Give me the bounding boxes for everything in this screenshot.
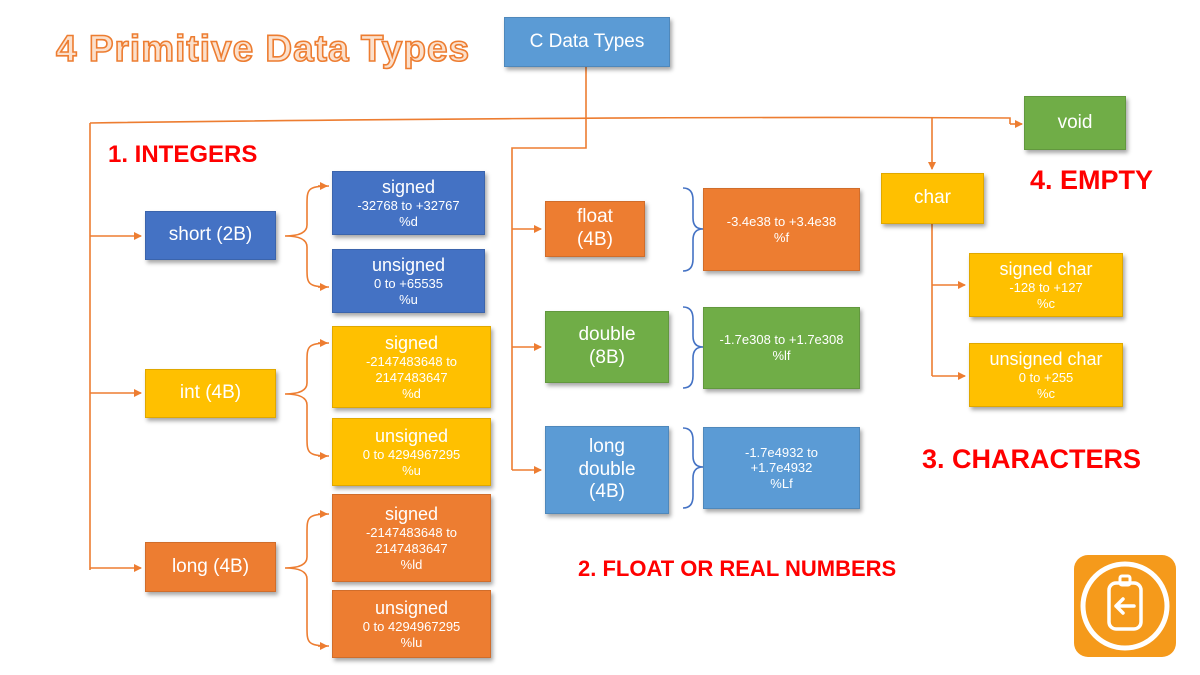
node-long-label: long (4B) xyxy=(171,555,250,577)
node-int-label: int (4B) xyxy=(179,382,242,404)
node-long-double-range-value: -1.7e4932 to +1.7e4932 xyxy=(744,444,818,476)
node-long-unsigned-range: 0 to 4294967295 xyxy=(362,619,461,635)
node-signed-char-name: signed char xyxy=(999,258,1093,279)
node-short-signed: signed -32768 to +32767 %d xyxy=(332,171,485,235)
node-short-unsigned: unsigned 0 to +65535 %u xyxy=(332,249,485,313)
node-int-unsigned: unsigned 0 to 4294967295 %u xyxy=(332,418,491,486)
node-int: int (4B) xyxy=(145,369,276,418)
node-long-unsigned-name: unsigned xyxy=(374,597,449,618)
node-int-signed: signed -2147483648 to 2147483647 %d xyxy=(332,326,491,408)
node-long-signed-range: -2147483648 to 2147483647 xyxy=(365,525,458,556)
heading-integers: 1. INTEGERS xyxy=(108,141,258,168)
node-short-unsigned-name: unsigned xyxy=(371,254,446,275)
node-void: void xyxy=(1024,96,1126,150)
node-int-unsigned-format: %u xyxy=(402,462,421,478)
node-double-format: %lf xyxy=(772,348,791,363)
clipboard-back-arrow-icon[interactable] xyxy=(1074,555,1176,657)
root-node-label: C Data Types xyxy=(529,30,645,52)
connector-main-bus xyxy=(89,116,1011,570)
node-signed-char-format: %c xyxy=(1036,295,1056,311)
node-short-label: short (2B) xyxy=(168,224,253,246)
node-int-signed-name: signed xyxy=(384,332,439,353)
node-double-label: double (8B) xyxy=(578,324,636,368)
brace-double xyxy=(682,306,704,389)
node-short-signed-name: signed xyxy=(381,176,436,197)
node-float-format: %f xyxy=(773,229,790,245)
brace-long xyxy=(284,513,330,647)
node-long-unsigned: unsigned 0 to 4294967295 %lu xyxy=(332,590,491,658)
node-long-double-format: %Lf xyxy=(770,475,793,491)
node-double-range-value: -1.7e308 to +1.7e308 xyxy=(719,332,844,348)
node-char: char xyxy=(881,173,984,224)
node-long-double-range: -1.7e4932 to +1.7e4932 %Lf xyxy=(703,427,860,509)
node-float-range-value: -3.4e38 to +3.4e38 xyxy=(726,213,837,229)
node-unsigned-char-name: unsigned char xyxy=(989,348,1103,369)
root-node-c-data-types: C Data Types xyxy=(504,17,670,67)
brace-short xyxy=(284,185,330,288)
node-short-signed-range: -32768 to +32767 xyxy=(357,198,460,214)
node-float-label: float (4B) xyxy=(577,206,613,250)
node-long-signed-name: signed xyxy=(384,503,439,524)
node-unsigned-char-range: 0 to +255 xyxy=(1018,370,1074,386)
brace-float xyxy=(682,187,704,272)
node-long: long (4B) xyxy=(145,542,276,592)
node-float-range: -3.4e38 to +3.4e38 %f xyxy=(703,188,860,271)
node-signed-char: signed char -128 to +127 %c xyxy=(969,253,1123,317)
main-title: 4 Primitive Data Types xyxy=(55,27,471,70)
brace-long-double xyxy=(682,427,704,509)
node-long-unsigned-format: %lu xyxy=(400,634,423,650)
node-unsigned-char: unsigned char 0 to +255 %c xyxy=(969,343,1123,407)
heading-characters: 3. CHARACTERS xyxy=(922,444,1142,474)
node-int-unsigned-range: 0 to 4294967295 xyxy=(362,447,461,463)
node-double-range: -1.7e308 to +1.7e308 %lf xyxy=(703,307,860,389)
node-void-label: void xyxy=(1057,111,1093,133)
node-double: double (8B) xyxy=(545,311,669,383)
node-short-unsigned-range: 0 to +65535 xyxy=(373,276,444,292)
connector-float-branch xyxy=(511,118,587,470)
node-float: float (4B) xyxy=(545,201,645,257)
node-long-double: long double (4B) xyxy=(545,426,669,514)
node-unsigned-char-format: %c xyxy=(1036,385,1056,401)
node-long-double-label: long double (4B) xyxy=(578,435,636,503)
node-int-signed-range: -2147483648 to 2147483647 xyxy=(365,354,458,385)
node-int-unsigned-name: unsigned xyxy=(374,425,449,446)
node-char-label: char xyxy=(914,187,951,209)
heading-floats: 2. FLOAT OR REAL NUMBERS xyxy=(578,556,897,581)
node-long-signed: signed -2147483648 to 2147483647 %ld xyxy=(332,494,491,582)
brace-int xyxy=(284,342,330,457)
node-short: short (2B) xyxy=(145,211,276,260)
node-signed-char-range: -128 to +127 xyxy=(1009,280,1083,296)
node-short-unsigned-format: %u xyxy=(399,291,418,307)
node-long-signed-format: %ld xyxy=(400,556,423,572)
heading-empty: 4. EMPTY xyxy=(1030,165,1154,195)
node-int-signed-format: %d xyxy=(402,385,421,401)
node-short-signed-format: %d xyxy=(399,213,418,229)
